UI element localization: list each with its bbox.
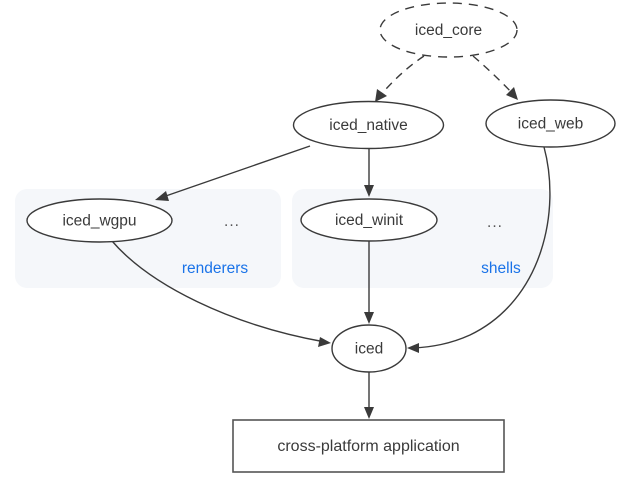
node-application-shape[interactable] xyxy=(232,419,505,473)
node-iced_web-label: iced_web xyxy=(518,116,584,133)
node-application[interactable]: cross-platform application xyxy=(232,419,505,473)
node-iced_native[interactable]: iced_native xyxy=(292,100,445,150)
edge-iced_native-to-iced_wgpu xyxy=(155,145,311,201)
cluster-renderers-ellipsis: ... xyxy=(224,213,240,230)
node-iced_wgpu[interactable]: iced_wgpu xyxy=(26,198,173,243)
edge-iced_web-to-iced xyxy=(407,146,551,353)
edge-iced-to-application xyxy=(364,372,374,419)
cluster-shells-label: shells xyxy=(481,260,521,277)
node-application-label: cross-platform application xyxy=(277,438,459,455)
node-iced_core-label: iced_core xyxy=(415,22,482,39)
edge-iced_winit-to-iced xyxy=(364,241,374,324)
edge-iced_wgpu-to-iced xyxy=(111,240,331,347)
edge-iced_native-to-iced_winit xyxy=(364,149,374,197)
edge-iced_core-to-iced_native xyxy=(375,55,425,102)
node-iced-shape[interactable] xyxy=(331,324,407,373)
node-iced_core-shape[interactable] xyxy=(379,2,518,58)
node-iced-label: iced xyxy=(355,341,383,358)
node-iced_wgpu-shape[interactable] xyxy=(26,198,173,243)
node-iced_web[interactable]: iced_web xyxy=(485,99,616,148)
node-iced_native-label: iced_native xyxy=(329,117,407,134)
node-iced[interactable]: iced xyxy=(331,324,407,373)
edge-iced_core-to-iced_web xyxy=(472,55,518,100)
cluster-renderers-label: renderers xyxy=(182,260,249,277)
node-iced_native-shape[interactable] xyxy=(292,100,445,150)
node-iced_winit-shape[interactable] xyxy=(300,198,438,242)
node-iced_web-shape[interactable] xyxy=(485,99,616,148)
node-iced_winit[interactable]: iced_winit xyxy=(300,198,438,242)
node-iced_wgpu-label: iced_wgpu xyxy=(62,213,136,230)
cluster-shells-ellipsis: ... xyxy=(487,214,503,231)
node-iced_winit-label: iced_winit xyxy=(335,212,404,229)
node-iced_core[interactable]: iced_core xyxy=(379,2,518,58)
